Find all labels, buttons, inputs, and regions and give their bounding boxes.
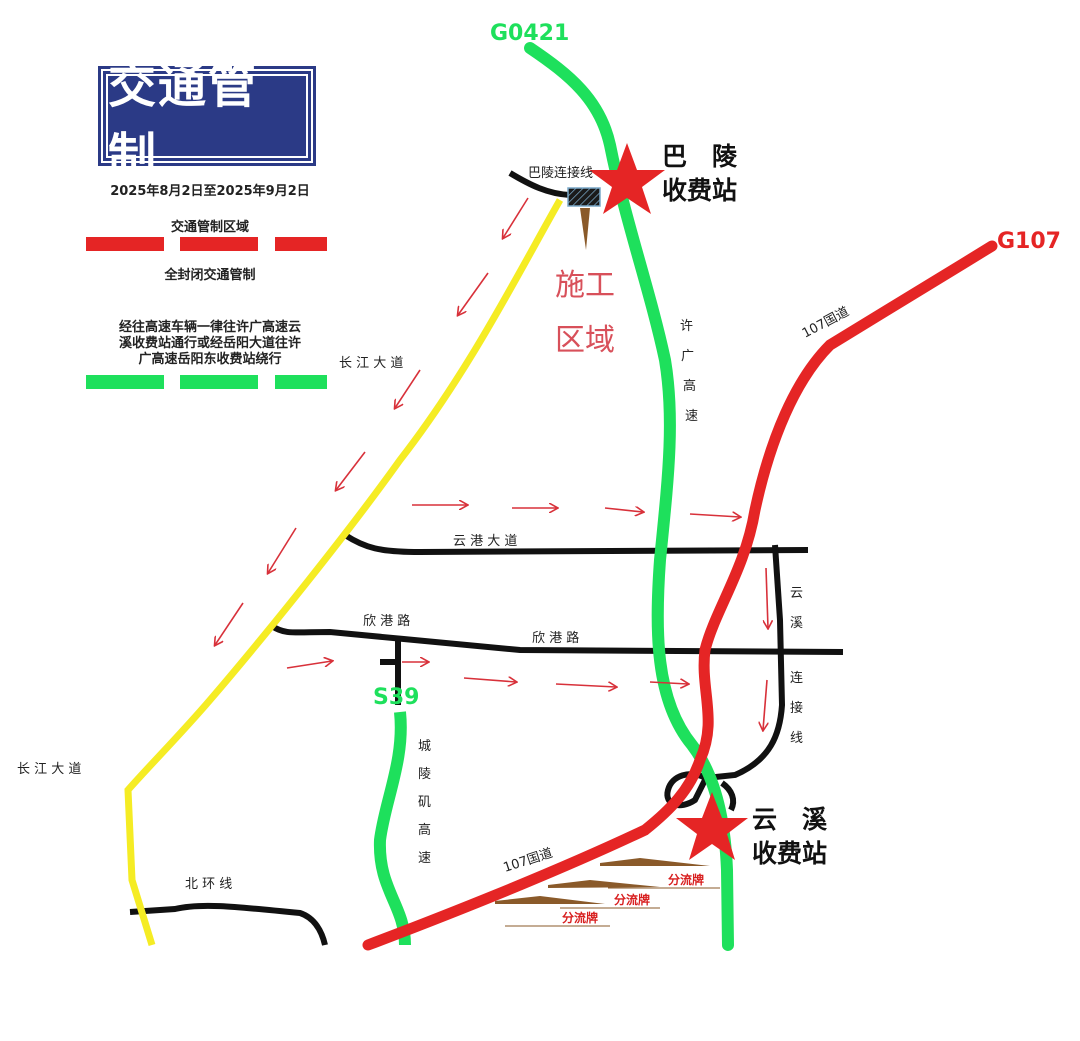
- legend-green-bar-2: [180, 375, 258, 389]
- label-yunxi-link-3: 接: [790, 700, 803, 716]
- baling-station-name: 巴 陵: [662, 142, 738, 171]
- legend-red-bar-3: [275, 237, 327, 251]
- label-yungang: 云 港 大 道: [453, 534, 517, 549]
- label-changjiang-top: 长 江 大 道: [339, 356, 403, 371]
- label-yunxi-link-0: 云: [790, 586, 803, 601]
- construction-label-line-2: 区域: [555, 323, 615, 358]
- legend-green-bar-3: [275, 375, 327, 389]
- label-chenglingji-2: 矶: [418, 795, 431, 810]
- label-xuguang-0: 许: [680, 319, 693, 334]
- legend-control-desc: 全封闭交通管制: [164, 268, 256, 283]
- detour-arrow-16: [766, 567, 768, 628]
- diversion-sign-label-2: 分流牌: [614, 892, 650, 907]
- legend-detour-line-1: 经往高速车辆一律往许广高速云: [118, 320, 301, 335]
- page-title: 交通管制: [108, 58, 259, 184]
- label-g107: G107: [997, 229, 1061, 254]
- diversion-sign-label-1: 分流牌: [668, 872, 704, 887]
- label-changjiang-left: 长 江 大 道: [17, 762, 81, 777]
- label-yunxi-link-1: 溪: [790, 616, 803, 631]
- road-xuguang: [524, 42, 734, 951]
- road-yungang: [343, 532, 809, 556]
- yunxi-station-suffix: 收费站: [752, 839, 827, 868]
- detour-arrow-10: [689, 514, 740, 517]
- label-xuguang-3: 速: [685, 409, 698, 424]
- legend-control-label: 交通管制区域: [170, 220, 249, 235]
- label-s39: S39: [373, 685, 419, 710]
- label-chenglingji-4: 速: [418, 851, 431, 866]
- title-inner-border: 交通管制: [106, 58, 308, 184]
- detour-arrow-9: [604, 508, 643, 512]
- label-baling-link: 巴陵连接线: [528, 165, 593, 181]
- legend-detour-line-2: 溪收费站通行或经岳阳大道往许: [118, 336, 301, 351]
- title-sign: 交通管制: [98, 58, 316, 184]
- label-beihuan: 北 环 线: [185, 877, 232, 892]
- detour-arrow-5: [268, 527, 297, 573]
- detour-arrow-11: [286, 661, 332, 669]
- detour-arrow-15: [649, 682, 688, 684]
- detour-arrow-4: [336, 451, 366, 490]
- road-baling-link: [508, 170, 571, 198]
- diversion-sign-bar-1: [600, 858, 710, 866]
- road-s39: [373, 711, 411, 946]
- label-xingang-1: 欣 港 路: [363, 613, 410, 629]
- label-chenglingji-1: 陵: [418, 767, 431, 782]
- road-yunxi-link: [705, 544, 786, 781]
- legend-red-bar-1: [86, 237, 164, 251]
- detour-arrow-13: [463, 678, 516, 682]
- road-changjiang: [124, 198, 564, 947]
- road-xingang: [270, 623, 844, 655]
- label-chenglingji-3: 高: [418, 822, 431, 838]
- road-beihuan: [129, 902, 328, 946]
- construction-label-line-1: 施工: [555, 268, 615, 303]
- label-xuguang-1: 广: [681, 349, 694, 364]
- diversion-sign-label-3: 分流牌: [562, 910, 598, 925]
- yunxi-station-name: 云 溪: [752, 805, 828, 834]
- road-yunxi-spur: [720, 780, 737, 812]
- detour-arrow-1: [503, 197, 529, 238]
- detour-arrows: [215, 197, 768, 730]
- detour-arrow-17: [763, 679, 767, 730]
- construction-pointer: [580, 208, 590, 250]
- diversion-sign-bar-3: [495, 896, 605, 904]
- detour-arrow-2: [458, 272, 489, 315]
- label-xuguang-2: 高: [683, 378, 696, 394]
- label-g0421: G0421: [490, 21, 569, 46]
- label-yunxi-link-2: 连: [790, 670, 803, 686]
- detour-arrow-14: [555, 684, 616, 687]
- detour-arrow-3: [395, 369, 421, 408]
- road-g107: [362, 240, 998, 951]
- construction-zone: [567, 187, 601, 207]
- legend-red-bar-2: [180, 237, 258, 251]
- diversion-sign-bar-2: [548, 880, 660, 888]
- yunxi-station-star-icon: [676, 792, 748, 860]
- legend-green-bar-1: [86, 375, 164, 389]
- detour-arrow-6: [215, 602, 244, 645]
- legend-detour-line-3: 广高速岳阳东收费站绕行: [138, 352, 282, 367]
- baling-station-suffix: 收费站: [662, 176, 737, 205]
- control-period: 2025年8月2日至2025年9月2日: [110, 184, 310, 199]
- label-chenglingji-0: 城: [418, 739, 431, 754]
- label-xingang-2: 欣 港 路: [532, 630, 579, 646]
- label-yunxi-link-4: 线: [790, 731, 803, 746]
- baling-station-star-icon: [589, 143, 665, 214]
